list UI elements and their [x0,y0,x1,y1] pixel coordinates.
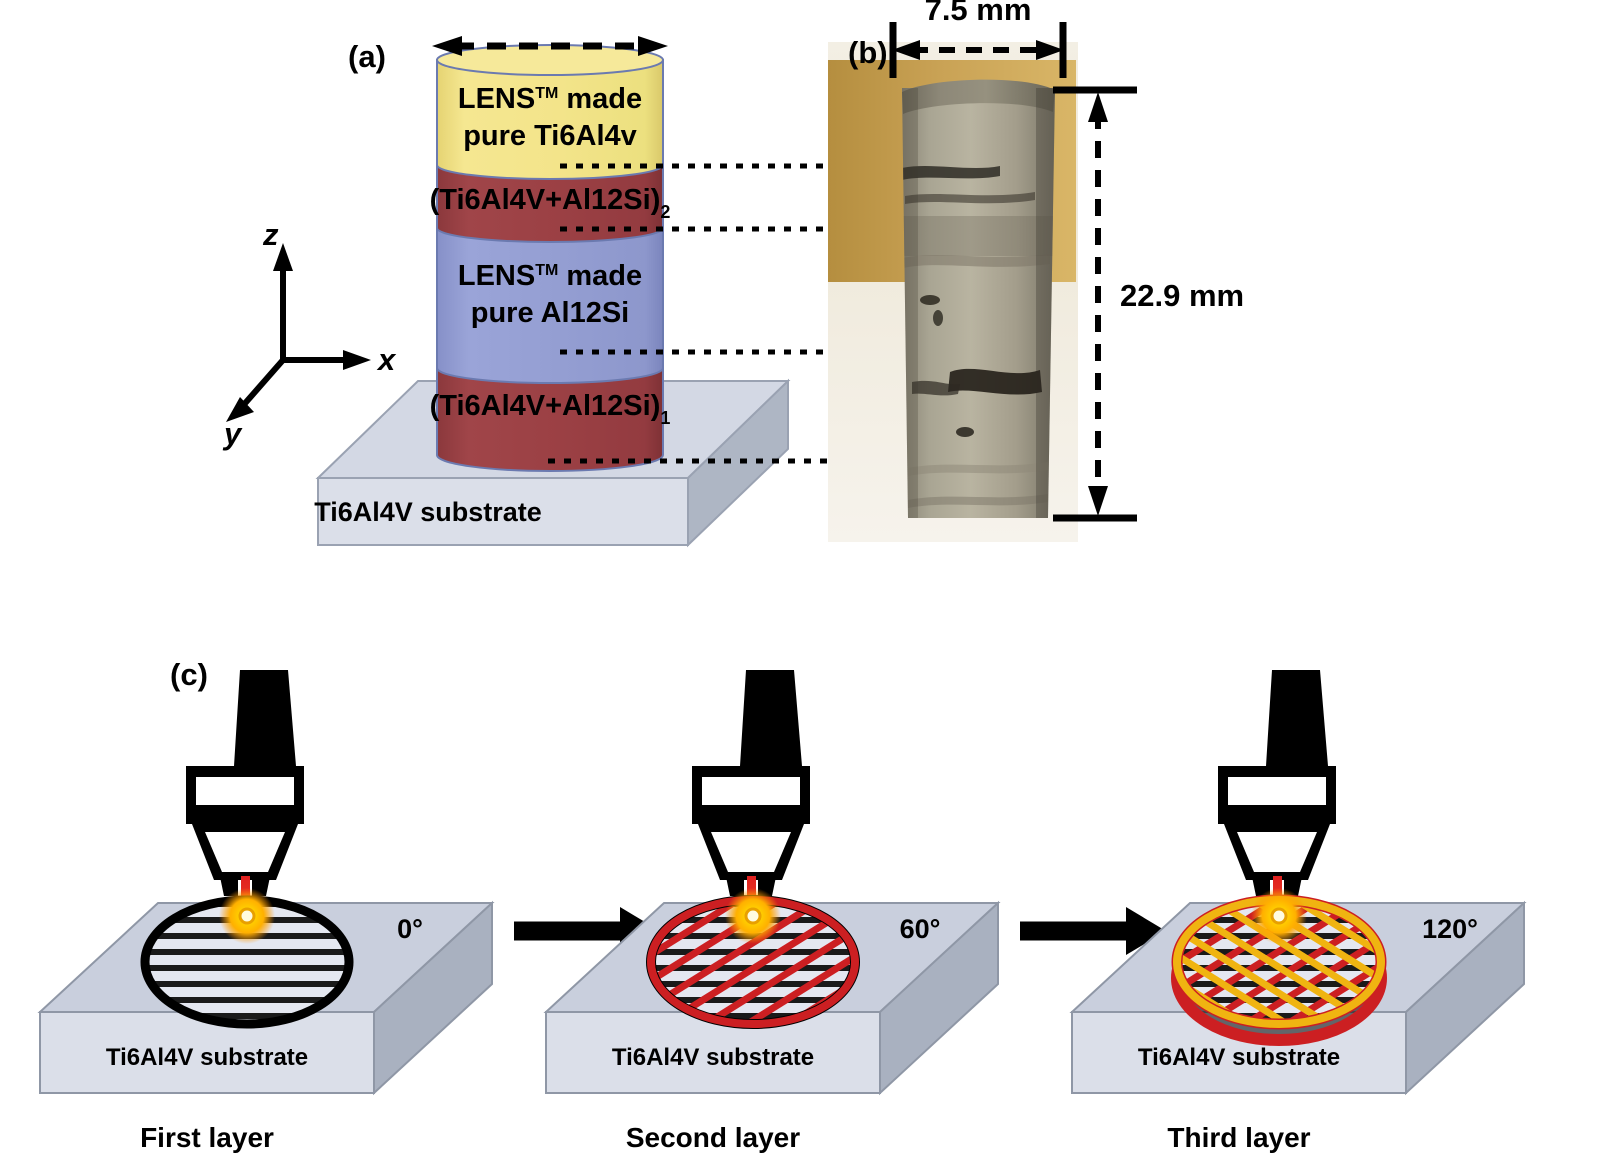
panel-a-substrate-label: Ti6Al4V substrate [314,497,542,527]
connector-lines [548,163,912,464]
angle-label-1: 0° [397,914,423,944]
layer-lens-al12si [436,227,664,384]
deposit-disc-2 [646,895,860,1029]
nozzle-1 [186,670,304,918]
panel-b: (b) 7.5 mm 22.9 mm [828,0,1244,542]
layer-interlayer-1 [436,367,664,472]
coordinate-axes: z x y [222,217,397,451]
substrate-3-label: Ti6Al4V substrate [1138,1044,1340,1071]
layer-interlayer-2 [436,164,664,243]
step-arrow-2 [1020,907,1166,955]
nozzle-3-tip [1251,872,1303,896]
height-dimension-label: 22.9 mm [1120,278,1244,313]
axis-label-z: z [262,217,279,252]
deposit-disc-3 [1171,894,1387,1046]
panel-b-height-dimension: 22.9 mm [1053,86,1244,522]
rod-top-face [902,79,1055,114]
panel-a-label: (a) [348,39,386,74]
panel-a-cylinder: LENSTM made pure Ti6Al4v (Ti6Al4V+Al12Si… [430,44,671,472]
disc-3-hatch-120 [1177,900,1381,1024]
panel-c-step-1: Ti6Al4V substrate 0° First layer [37,670,495,1153]
layer-1-line-1: LENSTM made [458,83,642,115]
width-dimension-label: 7.5 mm [925,0,1032,27]
panel-c-label: (c) [170,657,208,692]
melt-core-1 [238,907,256,925]
angle-label-2: 60° [900,914,941,944]
substrate-2-label: Ti6Al4V substrate [612,1044,814,1071]
disc-1-hatch [145,900,349,1024]
nozzle-2-tip [725,872,777,896]
substrate-1-side [373,900,493,1096]
panel-c-step-3: Ti6Al4V substrate 120° Third layer [1069,670,1527,1153]
substrate-side-face [687,378,789,548]
nozzle-beam-top [234,670,296,766]
caption-1: First layer [140,1122,274,1153]
nozzle-tip [219,872,271,896]
panel-a-diameter-arrow [432,36,668,56]
nozzle-3-beam-top [1266,670,1328,766]
axis-label-y: y [222,416,243,451]
nozzle-2-body-inner [702,777,800,805]
panel-b-width-dimension: 7.5 mm [889,0,1067,78]
nozzle-3-funnel-inner [1237,832,1317,872]
angle-label-3: 120° [1422,914,1478,944]
panel-c: (c) Ti6Al4V substrate [37,657,1527,1153]
disc-2-hatch-60 [651,900,855,1024]
layer-2-text: (Ti6Al4V+Al12Si)2 [430,184,671,222]
layer-1-line-2: pure Ti6Al4v [463,120,637,152]
nozzle-3-body-inner [1228,777,1326,805]
panel-b-label: (b) [848,35,888,70]
layer-4-text: (Ti6Al4V+Al12Si)1 [430,390,671,428]
layer-lens-ti6al4v [436,59,664,180]
melt-core-2 [744,907,762,925]
cylinder-top-ellipse [436,44,664,76]
nozzle-2-funnel-inner [711,832,791,872]
nozzle-2 [692,670,810,918]
panel-c-step-2: Ti6Al4V substrate 60° Second layer [543,670,1001,1153]
nozzle-3 [1218,670,1336,918]
caption-3: Third layer [1167,1122,1310,1153]
substrate-3-side [1405,900,1525,1096]
axis-label-x: x [376,342,397,377]
melt-core-3 [1270,907,1288,925]
layer-3-line-2: pure Al12Si [471,297,629,329]
nozzle-body-inner [196,777,294,805]
substrate-2-side [879,900,999,1096]
panel-a: (a) Ti6Al4V substrate LENSTM made pure T [222,36,791,548]
sample-rod [902,79,1055,518]
substrate-1-label: Ti6Al4V substrate [106,1044,308,1071]
nozzle-funnel-inner [205,832,285,872]
caption-2: Second layer [626,1122,800,1153]
layer-3-line-1: LENSTM made [458,260,642,292]
nozzle-2-beam-top [740,670,802,766]
